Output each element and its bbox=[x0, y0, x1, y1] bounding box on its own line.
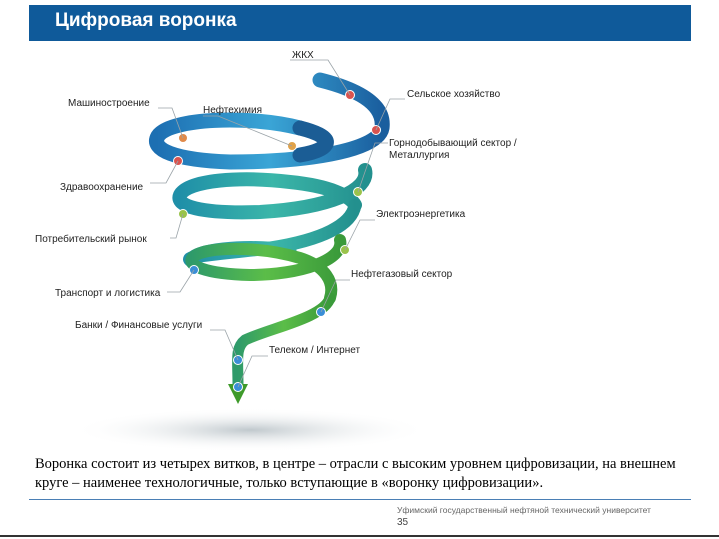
page-title: Цифровая воронка bbox=[55, 10, 237, 31]
label-mech: Машиностроение bbox=[68, 98, 150, 109]
footer-university: Уфимский государственный нефтяной технич… bbox=[397, 505, 651, 515]
digital-funnel-diagram: ЖКХ Сельское хозяйство Горнодобывающий с… bbox=[35, 50, 517, 452]
caption-text: Воронка состоит из четырех витков, в цен… bbox=[35, 456, 676, 491]
label-transport: Транспорт и логистика bbox=[55, 288, 161, 299]
funnel-ribbon bbox=[149, 72, 390, 391]
bottom-rule bbox=[0, 535, 719, 537]
funnel-arrowhead bbox=[228, 384, 248, 404]
label-agri: Сельское хозяйство bbox=[407, 89, 501, 100]
label-oilgas: Нефтегазовый сектор bbox=[351, 268, 453, 280]
label-health: Здравоохранение bbox=[60, 182, 144, 193]
label-consumer: Потребительский рынок bbox=[35, 233, 147, 245]
page-number: 35 bbox=[397, 517, 409, 528]
label-mining-2: Металлургия bbox=[389, 150, 449, 161]
funnel-labels: ЖКХ Сельское хозяйство Горнодобывающий с… bbox=[35, 50, 517, 356]
title-bar: Цифровая воронка bbox=[29, 5, 691, 41]
label-zhkh: ЖКХ bbox=[292, 50, 314, 61]
funnel-shadow bbox=[70, 408, 430, 452]
label-mining-1: Горнодобывающий сектор / bbox=[389, 137, 517, 149]
footer-divider bbox=[29, 499, 691, 500]
label-banks: Банки / Финансовые услуги bbox=[75, 320, 202, 331]
leader-lines bbox=[150, 59, 405, 388]
label-energy: Электроэнергетика bbox=[376, 209, 466, 220]
label-telecom: Телеком / Интернет bbox=[269, 345, 360, 356]
label-petro: Нефтехимия bbox=[203, 104, 262, 116]
